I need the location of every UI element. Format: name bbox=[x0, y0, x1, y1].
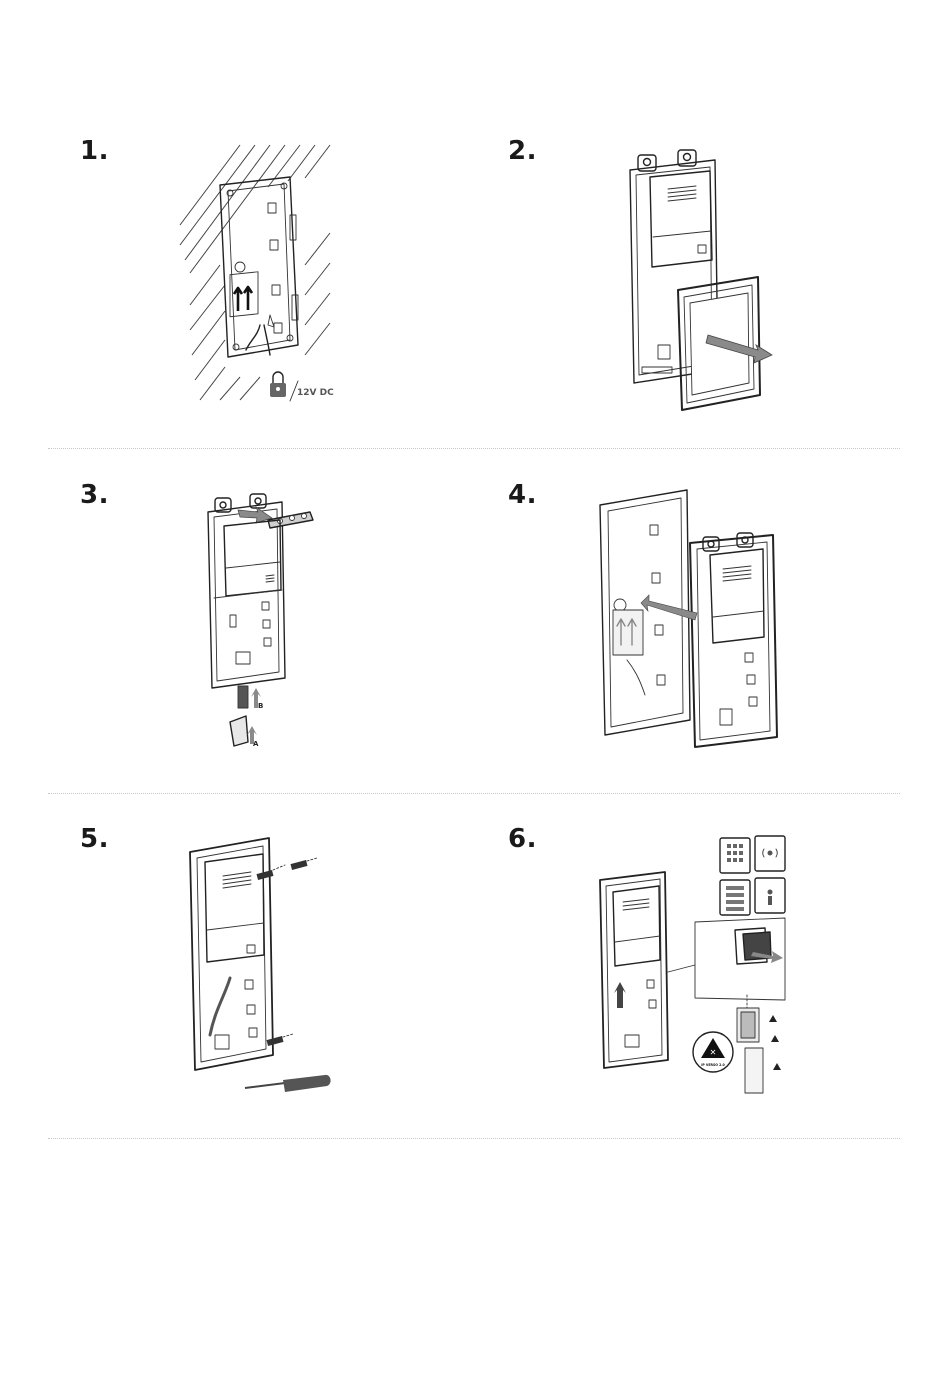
module-badge-text: IP VERSO 2.0 bbox=[701, 1063, 725, 1067]
up-arrows-icon bbox=[234, 287, 252, 311]
step-1-voltage-label: 12V DC bbox=[297, 388, 334, 398]
step-6-illustration: ✕ IP VERSO 2.0 bbox=[595, 830, 810, 1100]
warning-icon: ✕ IP VERSO 2.0 bbox=[693, 1032, 733, 1072]
label-b: B bbox=[258, 702, 263, 710]
step-6-number: 6. bbox=[508, 826, 537, 852]
step-3-number: 3. bbox=[80, 482, 109, 508]
step-3-illustration: B A bbox=[200, 490, 330, 755]
info-module-icon bbox=[755, 878, 785, 913]
step-5-illustration bbox=[185, 830, 345, 1100]
step-2-illustration bbox=[620, 145, 780, 415]
divider-row-2 bbox=[48, 793, 900, 794]
step-1-number: 1. bbox=[80, 138, 109, 164]
rfid-module-icon bbox=[755, 836, 785, 871]
step-5-number: 5. bbox=[80, 826, 109, 852]
svg-text:✕: ✕ bbox=[710, 1048, 717, 1057]
step-4-number: 4. bbox=[508, 482, 537, 508]
lock-icon bbox=[270, 372, 286, 397]
buttons-module-icon bbox=[720, 880, 750, 915]
arrow-icon bbox=[238, 507, 272, 523]
step-2-number: 2. bbox=[508, 138, 537, 164]
step-4-illustration bbox=[595, 485, 795, 755]
housing bbox=[208, 502, 285, 688]
step-1-illustration: 12V DC bbox=[180, 145, 370, 410]
screwdriver-icon bbox=[245, 1075, 331, 1092]
installed-frame bbox=[190, 838, 273, 1070]
label-a: A bbox=[253, 740, 259, 748]
divider-row-3 bbox=[48, 1138, 900, 1139]
keypad-module-icon bbox=[720, 838, 750, 873]
divider-row-1 bbox=[48, 448, 900, 449]
installed-frame bbox=[600, 872, 668, 1068]
